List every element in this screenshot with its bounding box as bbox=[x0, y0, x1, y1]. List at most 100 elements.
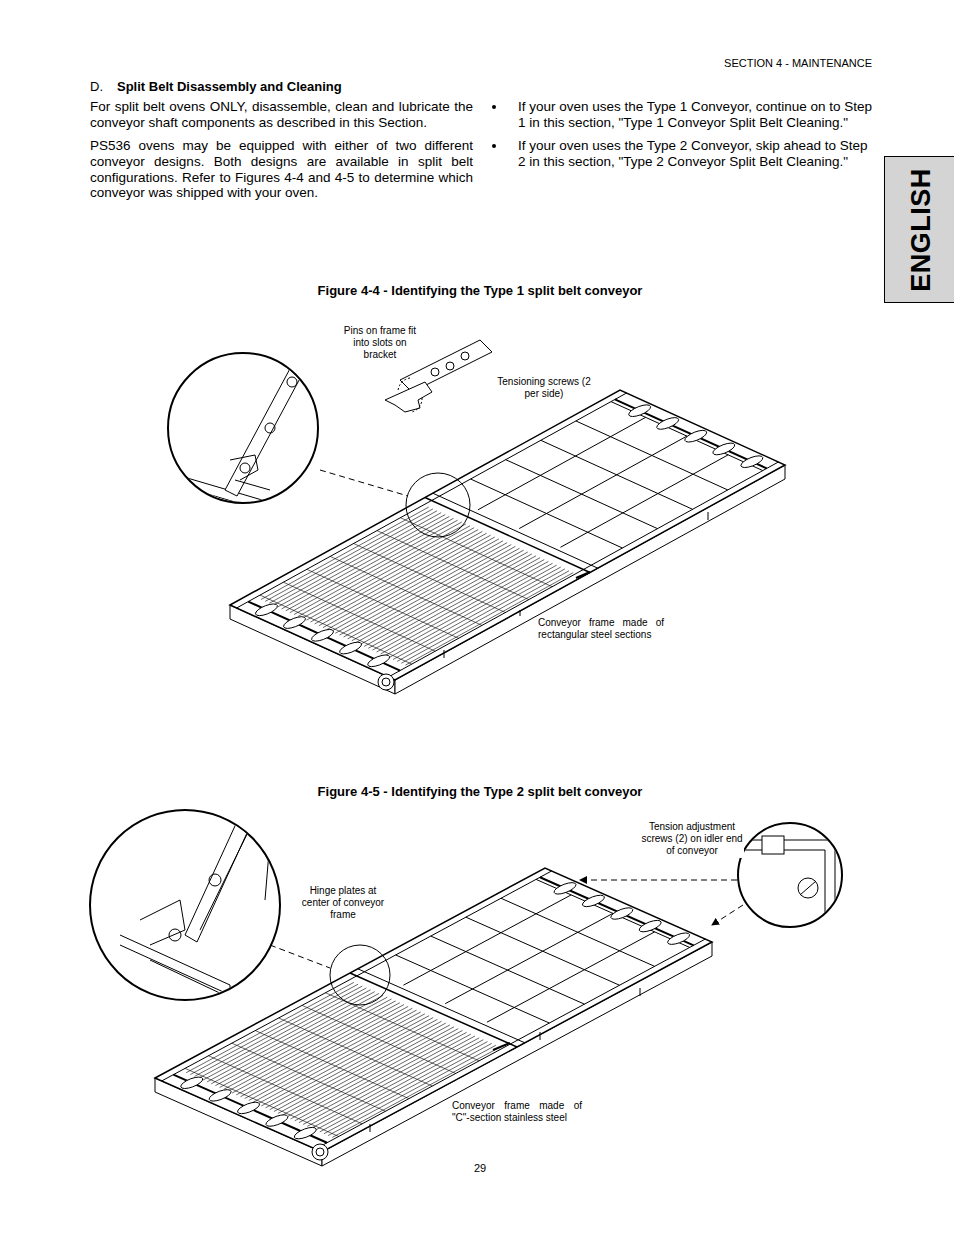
conveyor-line bbox=[519, 436, 687, 528]
conveyor-line bbox=[232, 1043, 386, 1111]
sprocket bbox=[550, 881, 580, 896]
conveyor-line bbox=[307, 569, 459, 638]
conveyor-line bbox=[220, 997, 388, 1087]
conveyor-line bbox=[615, 399, 767, 468]
conveyor-line bbox=[190, 984, 358, 1074]
conveyor-line bbox=[294, 522, 462, 614]
body-paragraph: PS536 ovens may be equipped with either … bbox=[90, 138, 473, 201]
conveyor-line bbox=[331, 539, 499, 631]
conveyor-line bbox=[372, 558, 540, 650]
conveyor-line bbox=[397, 569, 565, 661]
conveyor-line bbox=[278, 515, 446, 607]
conveyor-line bbox=[283, 582, 435, 651]
conveyor-line bbox=[368, 556, 536, 648]
tab-label: ENGLISH bbox=[905, 168, 936, 292]
leader-arrow bbox=[712, 905, 743, 925]
conveyor-line bbox=[315, 531, 483, 623]
sprocket bbox=[234, 1100, 264, 1115]
conveyor-line bbox=[232, 1003, 400, 1093]
section-heading: Split Belt Disassembly and Cleaning bbox=[117, 79, 417, 94]
zoom-detail-lines bbox=[740, 836, 835, 930]
conveyor-line bbox=[302, 1005, 456, 1073]
conveyor-line bbox=[286, 1027, 454, 1117]
leader-line bbox=[270, 945, 330, 968]
conveyor-line bbox=[327, 537, 495, 629]
conveyor-line bbox=[385, 563, 553, 655]
conveyor-line bbox=[236, 1005, 404, 1095]
conveyor-line bbox=[344, 545, 512, 637]
conveyor-line bbox=[307, 1036, 475, 1126]
sprocket bbox=[664, 931, 694, 946]
conveyor-line bbox=[224, 999, 392, 1089]
zoom-detail-lines bbox=[160, 330, 345, 530]
sprocket bbox=[336, 640, 365, 655]
conveyor-line bbox=[245, 1008, 413, 1098]
conveyor-line bbox=[199, 988, 367, 1078]
bullet-item: If your oven uses the Type 1 Conveyor, c… bbox=[518, 99, 874, 131]
conveyor-line bbox=[445, 913, 613, 1003]
conveyor-line bbox=[270, 1019, 438, 1109]
conveyor-line bbox=[350, 973, 517, 1047]
running-header: SECTION 4 - MAINTENANCE bbox=[700, 57, 872, 70]
callout-label: Tension adjustment screws (2) on idler e… bbox=[640, 821, 744, 858]
zoom-detail-lines bbox=[90, 810, 270, 1010]
body-paragraph: For split belt ovens ONLY, disassemble, … bbox=[90, 99, 473, 131]
leader-arrow bbox=[580, 880, 737, 881]
conveyor-line bbox=[203, 990, 371, 1080]
conveyor-line bbox=[315, 939, 705, 1149]
conveyor-line bbox=[299, 1032, 467, 1122]
conveyor-line bbox=[260, 595, 412, 664]
sprocket bbox=[262, 1113, 292, 1128]
conveyor-line bbox=[540, 877, 694, 945]
conveyor-line bbox=[248, 602, 400, 671]
sprocket bbox=[291, 1126, 321, 1141]
sprocket bbox=[252, 602, 281, 617]
conveyor-line bbox=[364, 554, 532, 646]
conveyor-line bbox=[295, 1030, 463, 1120]
conveyor-line bbox=[303, 1034, 471, 1124]
conveyor-line bbox=[279, 1018, 433, 1086]
detail-zoom bbox=[738, 823, 842, 927]
conveyor-line bbox=[261, 1016, 429, 1106]
sprocket bbox=[709, 441, 738, 456]
conveyor-line bbox=[356, 550, 524, 642]
bullet-item: If your oven uses the Type 2 Conveyor, s… bbox=[518, 138, 874, 170]
conveyor-line bbox=[255, 1031, 409, 1099]
callout-label: Tensioning screws (2 per side) bbox=[492, 376, 596, 400]
sprocket bbox=[308, 628, 337, 643]
conveyor-line bbox=[228, 1001, 396, 1091]
callout-label: Pins on frame fit into slots on bracket bbox=[340, 325, 420, 362]
callout-label: Conveyor frame made of "C"-section stain… bbox=[452, 1100, 582, 1124]
sprocket bbox=[635, 919, 665, 934]
conveyor-line bbox=[330, 556, 482, 625]
conveyor-line bbox=[389, 565, 557, 657]
conveyor-line bbox=[306, 528, 474, 620]
sprocket bbox=[205, 1088, 235, 1103]
conveyor-line bbox=[269, 511, 437, 603]
conveyor-line bbox=[215, 995, 383, 1085]
conveyor-line bbox=[358, 969, 525, 1043]
conveyor-line bbox=[195, 986, 363, 1076]
conveyor-line bbox=[611, 402, 763, 471]
conveyor-line bbox=[173, 1075, 327, 1143]
figure-caption: Figure 4-4 - Identifying the Type 1 spli… bbox=[250, 283, 710, 298]
callout-label: Hinge plates at center of conveyor frame bbox=[295, 885, 391, 922]
conveyor-line bbox=[393, 567, 561, 659]
conveyor-line bbox=[311, 530, 479, 622]
bullet bbox=[492, 144, 496, 148]
leader-line bbox=[320, 470, 408, 496]
detail-marker bbox=[406, 473, 470, 537]
figure-caption: Figure 4-5 - Identifying the Type 2 spli… bbox=[250, 784, 710, 799]
conveyor-line bbox=[290, 520, 458, 612]
sprocket bbox=[681, 429, 710, 444]
sprocket bbox=[364, 653, 393, 668]
conveyor-line bbox=[257, 1014, 425, 1104]
conveyor-line bbox=[282, 516, 450, 608]
conveyor-line bbox=[291, 1029, 459, 1119]
conveyor-line bbox=[354, 544, 506, 613]
conveyor-line bbox=[360, 552, 528, 644]
page-number: 29 bbox=[460, 1162, 500, 1175]
conveyor-line bbox=[211, 993, 379, 1083]
conveyor-line bbox=[261, 507, 429, 599]
